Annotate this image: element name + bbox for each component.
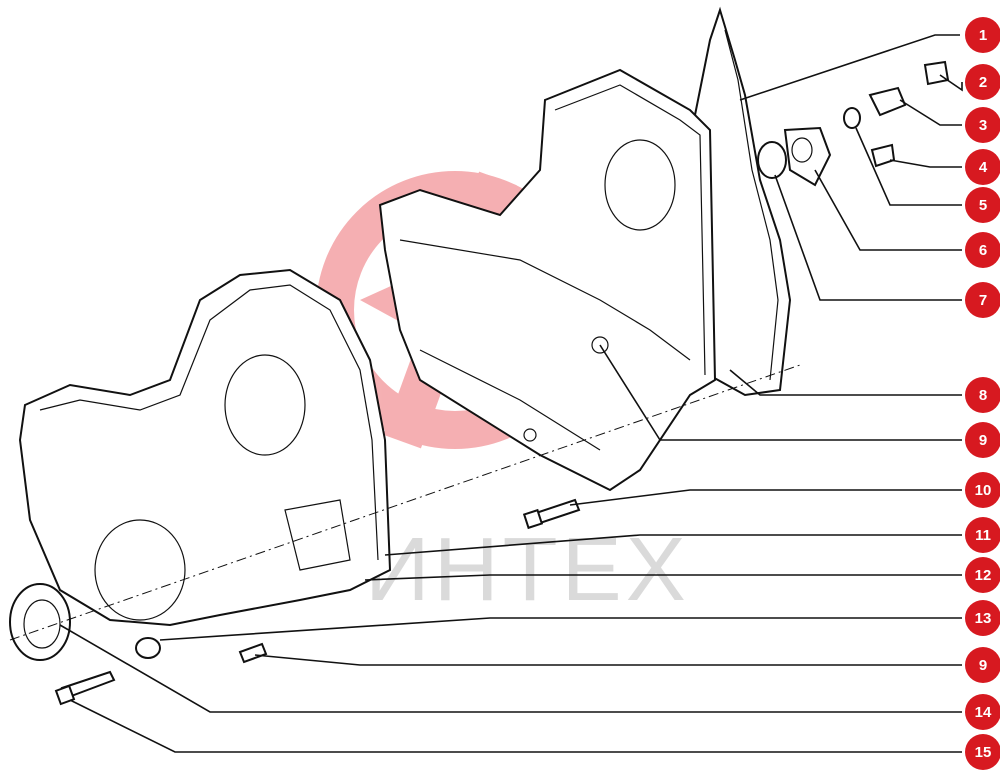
callout-15: 15 [965,734,1000,770]
rear-gasket [688,6,792,397]
callout-2: 2 [965,64,1000,100]
svg-text:2: 2 [979,74,987,91]
svg-text:15: 15 [975,744,992,761]
callout-10: 10 [965,472,1000,508]
callout-6: 6 [965,232,1000,268]
callout-3: 3 [965,107,1000,143]
seal-ring-7 [757,141,787,179]
callout-8: 8 [965,377,1000,413]
svg-text:9: 9 [979,432,987,449]
svg-text:12: 12 [975,567,992,584]
callout-4: 4 [965,149,1000,185]
svg-text:13: 13 [975,610,992,627]
flange-6 [783,126,832,187]
callout-14: 14 [965,694,1000,730]
callout-5: 5 [965,187,1000,223]
callout-9-lower: 9 [965,647,1000,683]
svg-text:11: 11 [975,527,991,544]
front-cover [18,268,392,627]
callout-12: 12 [965,557,1000,593]
small-parts-group [757,60,950,187]
screw-4 [870,143,896,168]
svg-text:7: 7 [979,292,987,309]
svg-text:1: 1 [979,27,987,44]
o-ring-5 [843,107,861,129]
svg-text:10: 10 [975,482,992,499]
callout-11: 11 [965,517,1000,553]
svg-text:6: 6 [979,242,987,259]
bolt-13 [135,637,161,659]
leader-lines [59,34,963,753]
bolt-10 [522,498,581,530]
svg-text:8: 8 [979,387,987,404]
callout-13: 13 [965,600,1000,636]
bolt-15 [54,670,116,706]
watermark-text: ИНТЕХ [365,520,690,620]
front-seal [9,583,71,661]
sleeve-3 [868,86,907,117]
svg-text:14: 14 [975,704,992,721]
svg-text:5: 5 [979,197,987,214]
callout-7: 7 [965,282,1000,318]
clip-2 [923,60,950,86]
svg-text:4: 4 [979,159,988,176]
callout-9: 9 [965,422,1000,458]
callout-badges: 1 2 3 4 5 6 7 8 9 10 11 12 13 9 14 15 [965,17,1000,770]
svg-text:9: 9 [979,657,987,674]
svg-text:3: 3 [979,117,987,134]
callout-1: 1 [965,17,1000,53]
bolt-9-lower [238,642,268,664]
